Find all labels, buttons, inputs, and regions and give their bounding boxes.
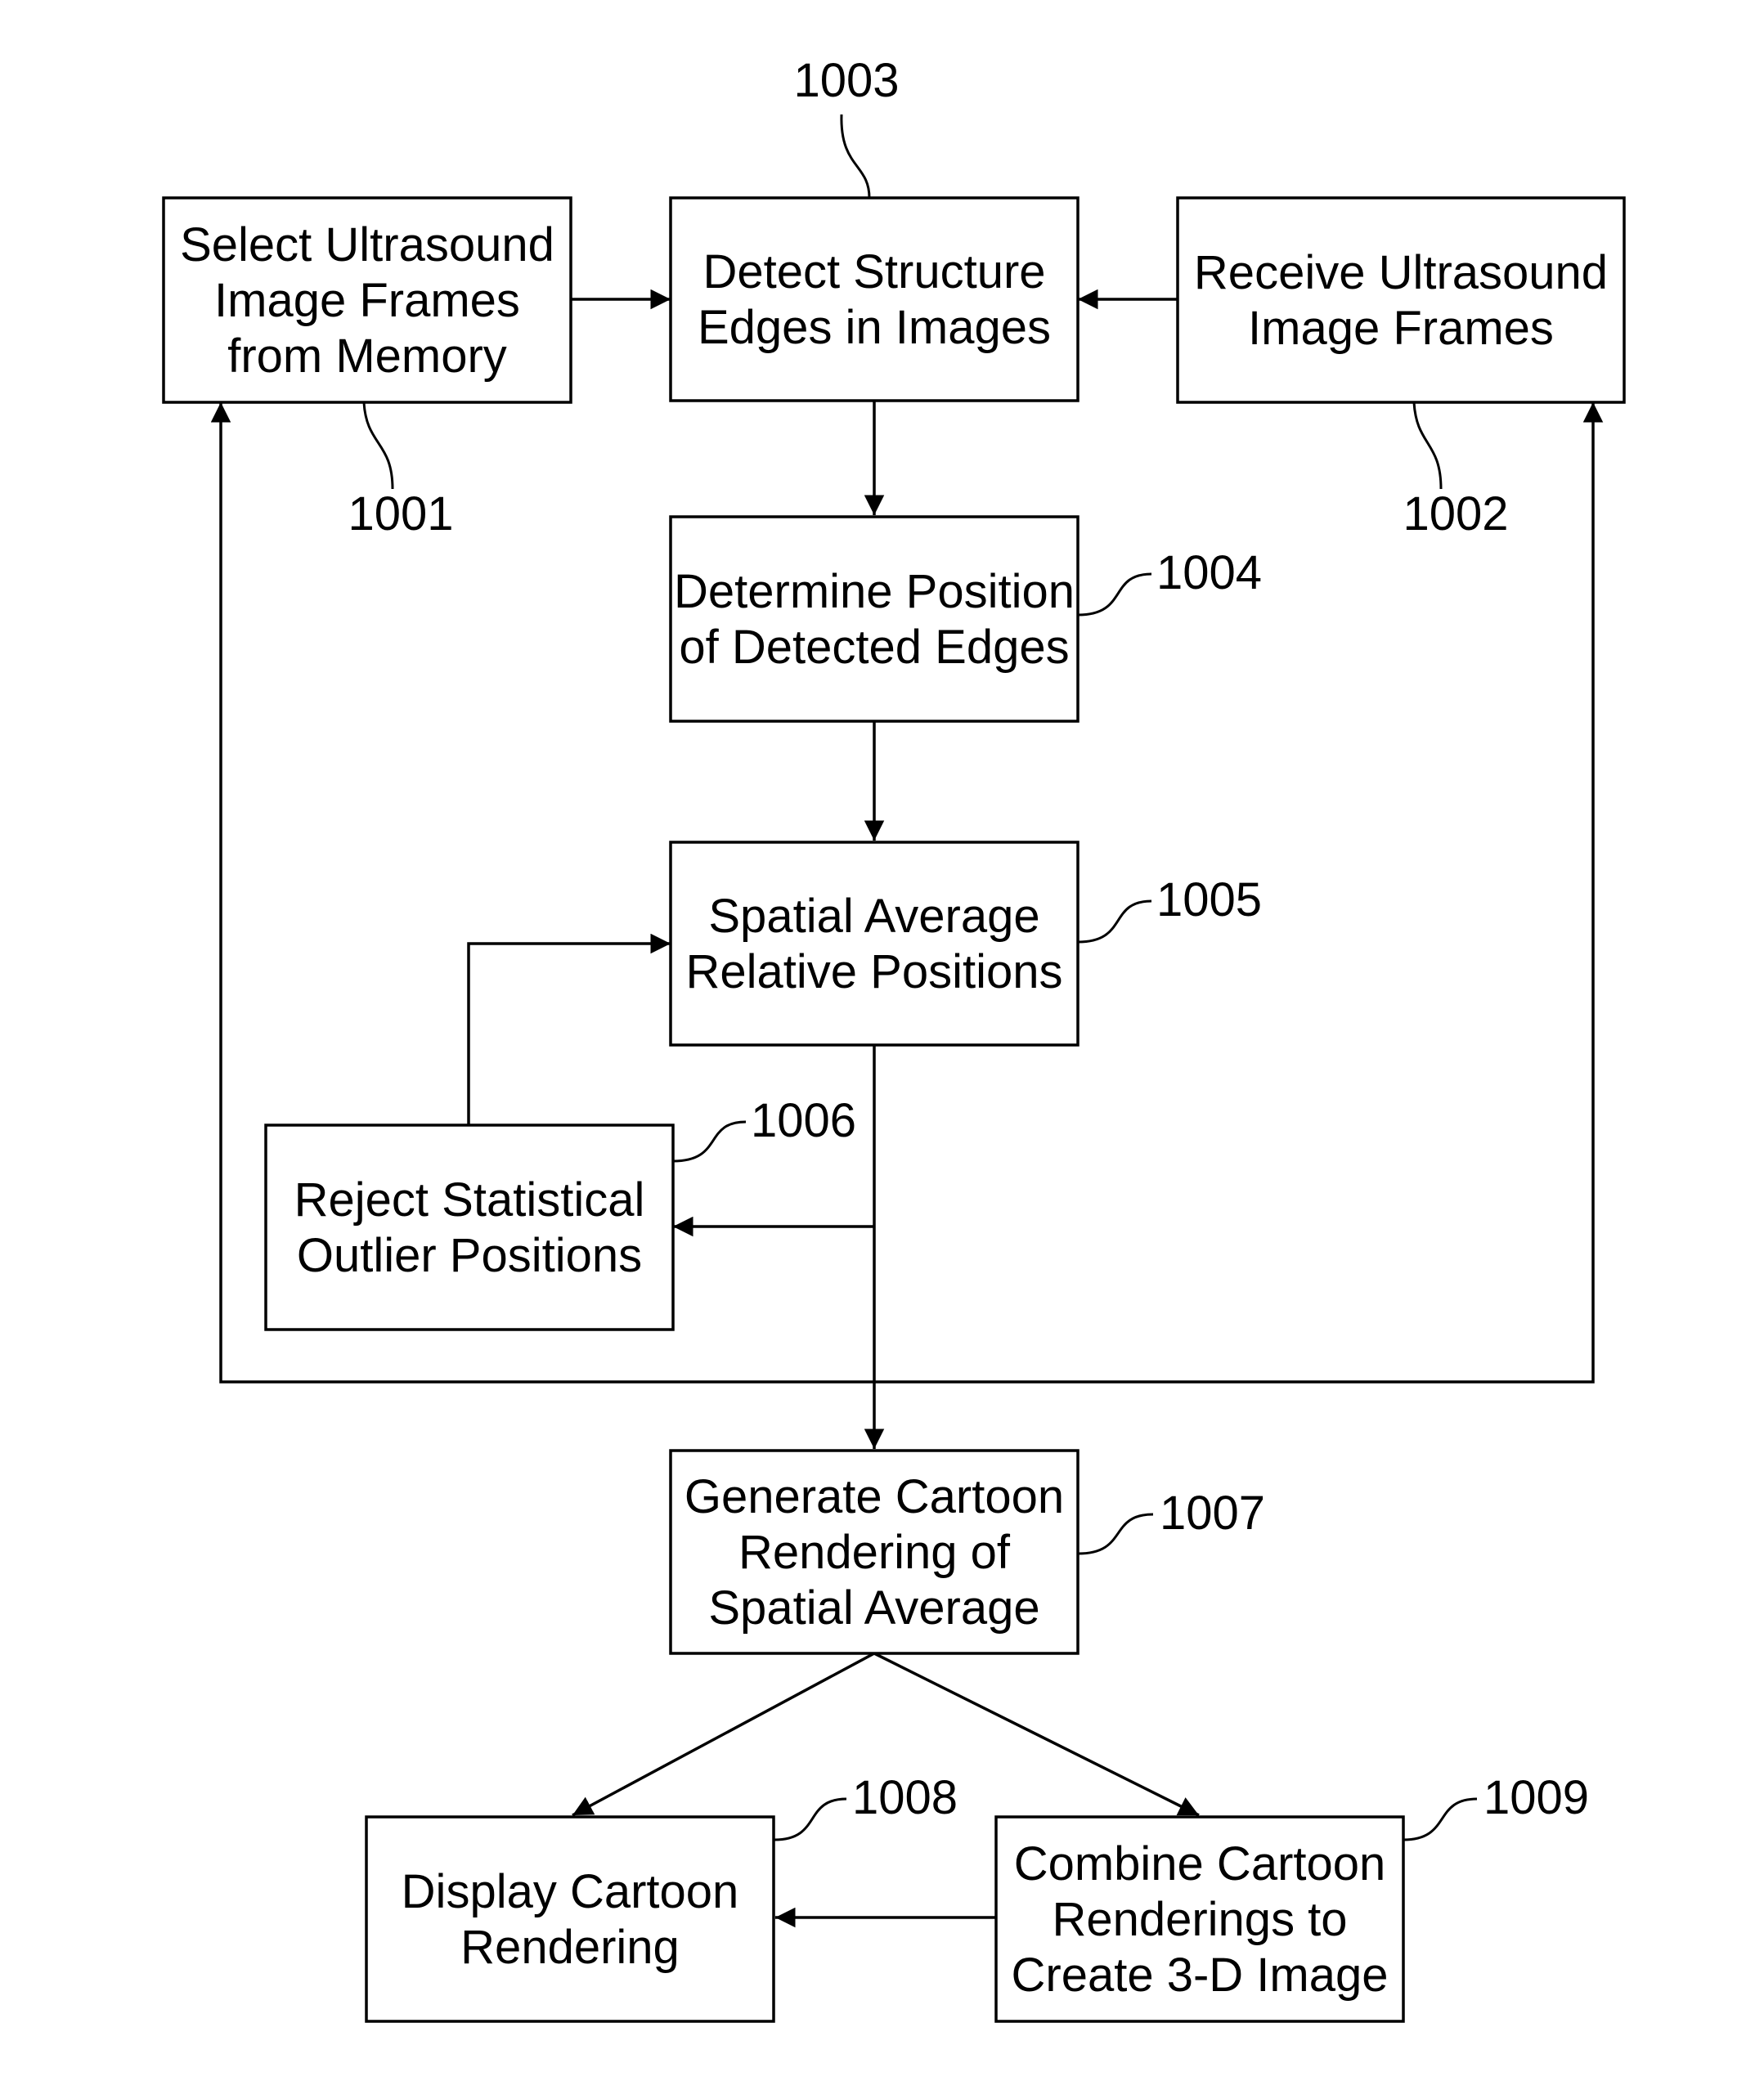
process-box-1002-label-line: Image Frames [1248,302,1554,355]
process-box-1003-frame [671,198,1078,401]
arrow-1006-to-1005 [469,944,671,1125]
process-box-1008-frame [366,1817,774,2021]
process-box-1008: Display CartoonRendering [366,1817,774,2021]
ref-1008: 1008 [852,1771,958,1824]
process-box-1003: Detect StructureEdges in Images [671,198,1078,401]
process-box-1001: Select UltrasoundImage Framesfrom Memory [164,198,571,402]
leader-1003 [842,114,869,198]
process-box-1007-label-line: Spatial Average [708,1581,1039,1635]
leader-1001 [364,402,393,489]
leader-1009 [1403,1799,1477,1840]
process-box-1008-label-line: Display Cartoon [402,1865,739,1918]
ref-1004: 1004 [1156,546,1262,599]
process-box-1007-label-line: Generate Cartoon [685,1470,1064,1523]
process-box-1003-label-line: Detect Structure [702,245,1045,298]
process-box-1002-frame [1178,198,1624,402]
process-box-1009-label-line: Combine Cartoon [1014,1837,1386,1890]
leader-1007 [1078,1514,1153,1554]
process-box-1009-label-line: Create 3-D Image [1012,1949,1389,2002]
process-box-1005: Spatial AverageRelative Positions [671,842,1078,1045]
process-box-1008-label-line: Rendering [460,1921,680,1974]
process-box-1001-label-line: Select Ultrasound [180,218,554,271]
process-box-1004: Determine Positionof Detected Edges [671,517,1078,721]
process-box-1004-frame [671,517,1078,721]
ref-1001: 1001 [348,487,453,540]
process-box-1002-label-line: Receive Ultrasound [1194,246,1608,299]
process-box-1007-label-line: Rendering of [738,1526,1011,1579]
process-box-1005-frame [671,842,1078,1045]
process-box-1004-label-line: of Detected Edges [679,621,1069,674]
ref-1006: 1006 [751,1094,856,1147]
process-box-1003-label-line: Edges in Images [698,301,1051,354]
arrow-1007-to-1008 [572,1653,874,1815]
ref-1005: 1005 [1156,873,1262,926]
process-box-1009-label-line: Renderings to [1052,1893,1347,1946]
ref-1007: 1007 [1160,1487,1265,1540]
leader-1008 [774,1799,846,1840]
process-box-1005-label-line: Relative Positions [686,945,1063,998]
ref-1003: 1003 [793,54,899,107]
process-box-1005-label-line: Spatial Average [708,890,1039,943]
process-box-1006: Reject StatisticalOutlier Positions [266,1125,673,1330]
leader-1006 [673,1122,746,1161]
process-box-1001-label-line: Image Frames [214,274,520,327]
ref-1009: 1009 [1483,1771,1589,1824]
process-box-1009: Combine CartoonRenderings toCreate 3-D I… [996,1817,1403,2021]
leader-1002 [1414,402,1441,489]
process-box-1006-frame [266,1125,673,1330]
leader-1004 [1078,574,1151,615]
process-boxes: Select UltrasoundImage Framesfrom Memory… [164,198,1624,2021]
leader-1005 [1078,901,1151,942]
process-box-1002: Receive UltrasoundImage Frames [1178,198,1624,402]
process-box-1001-label-line: from Memory [227,330,507,383]
process-box-1007: Generate CartoonRendering ofSpatial Aver… [671,1451,1078,1653]
process-box-1004-label-line: Determine Position [674,565,1075,618]
process-box-1006-label-line: Reject Statistical [294,1173,645,1227]
ref-1002: 1002 [1403,487,1508,540]
process-box-1006-label-line: Outlier Positions [297,1229,642,1282]
